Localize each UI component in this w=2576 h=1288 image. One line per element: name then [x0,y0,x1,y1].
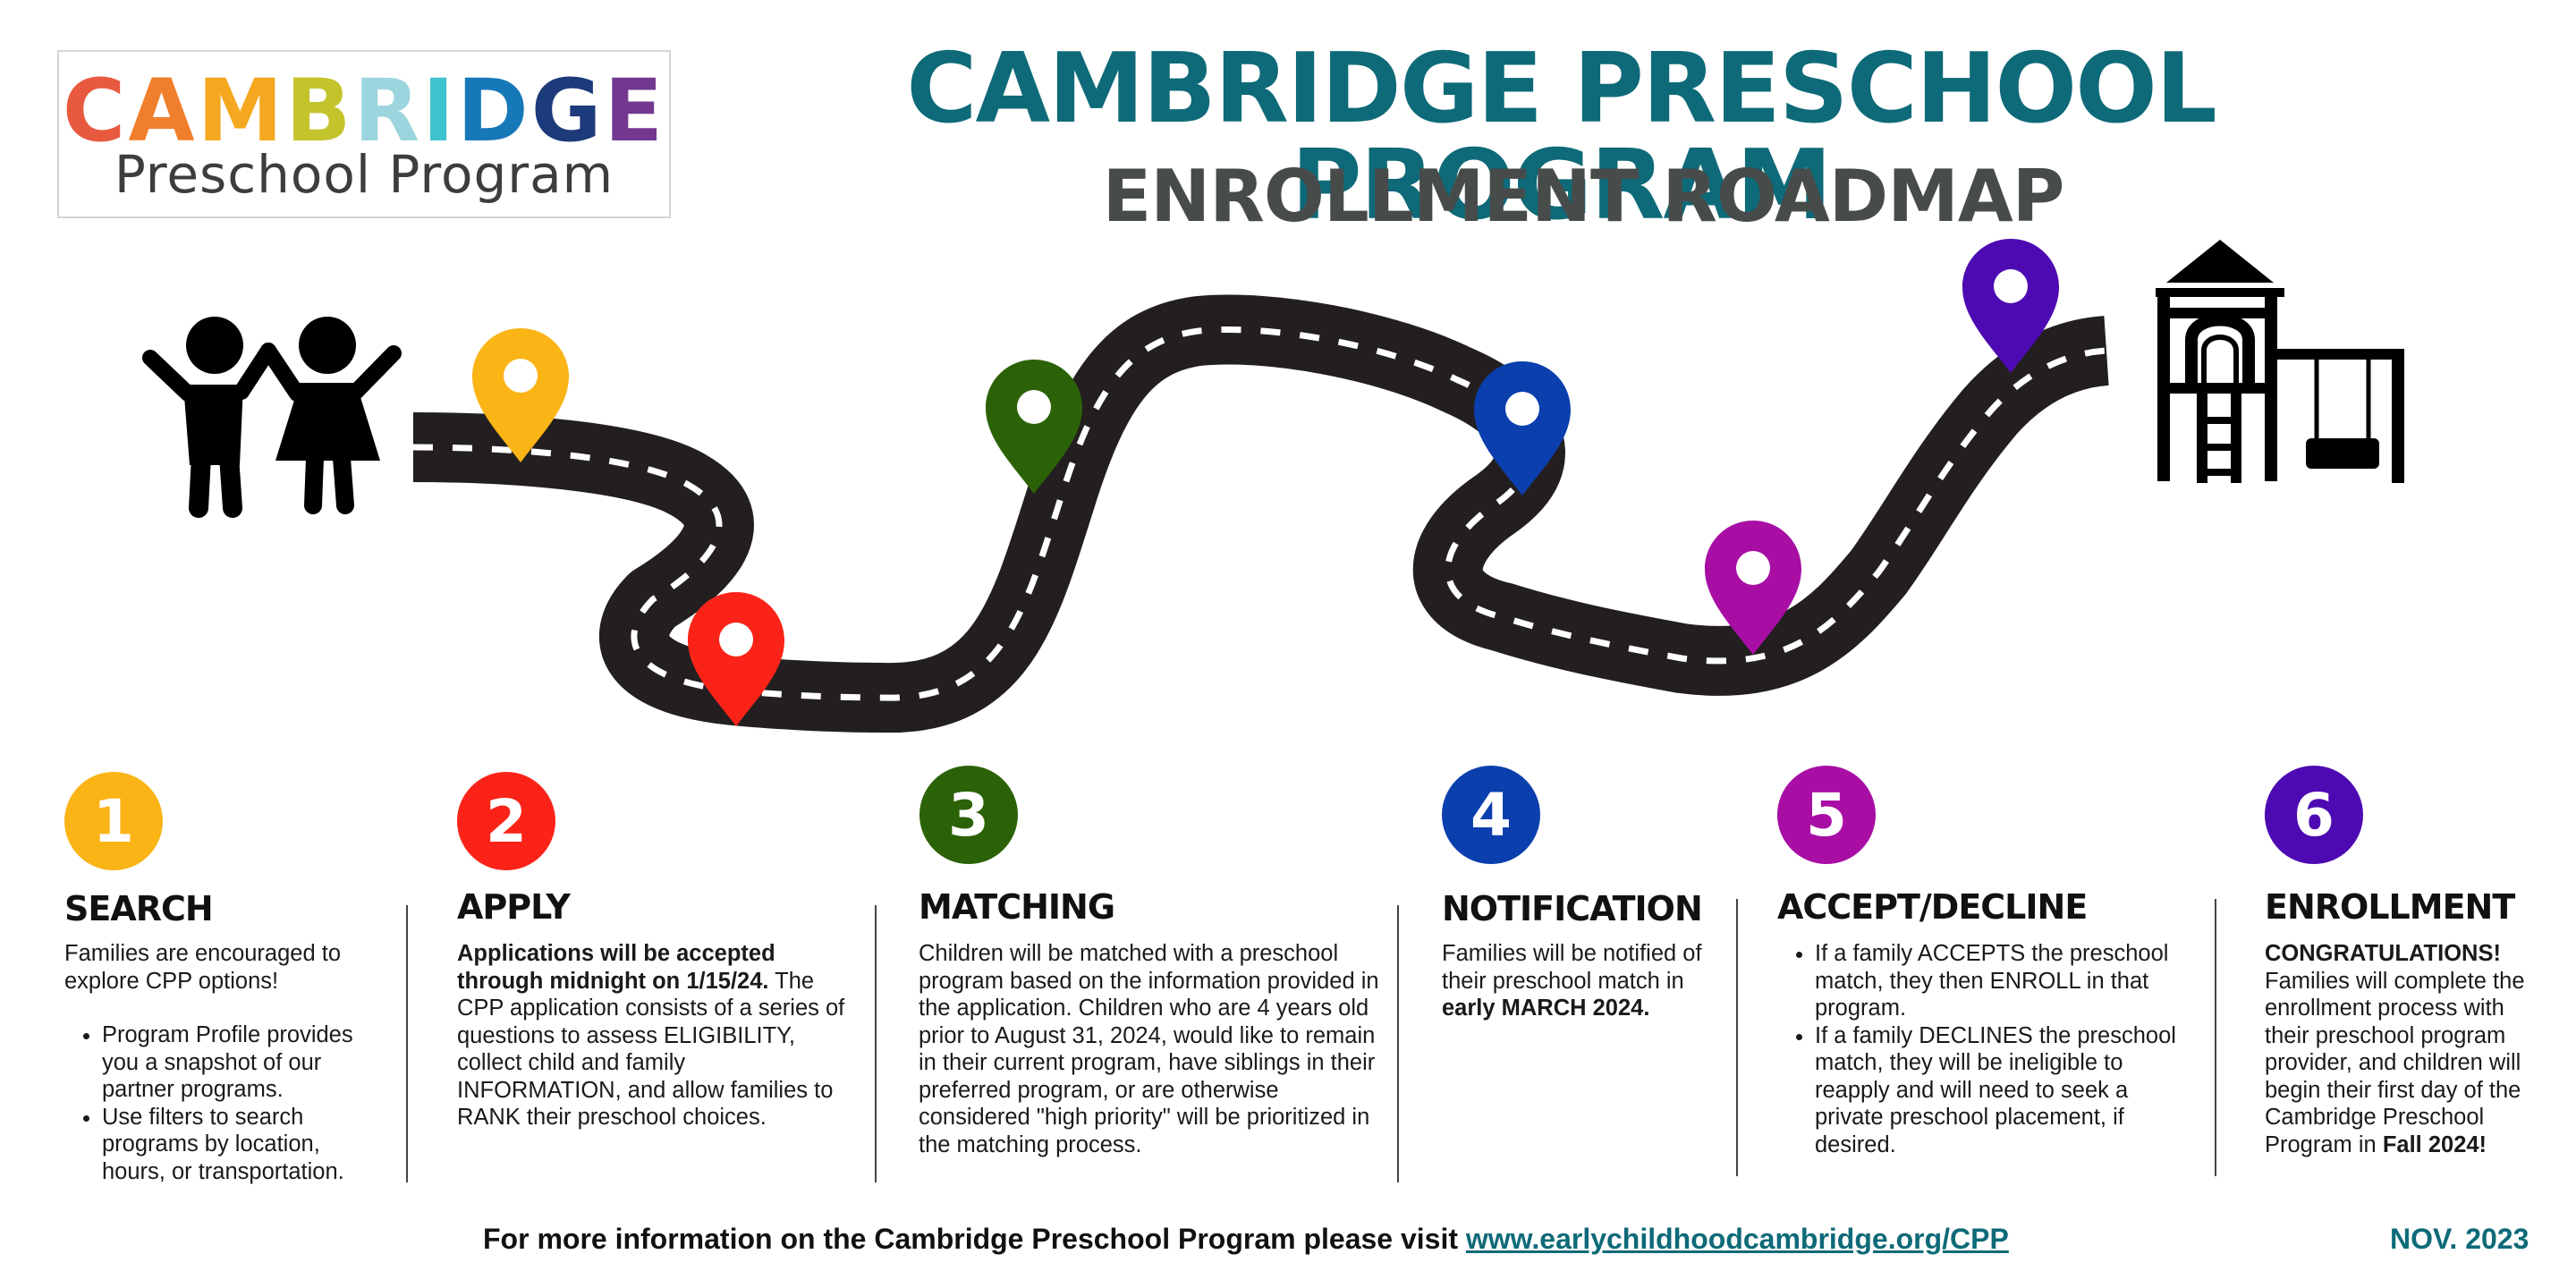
step-4-description: Families will be notified of their presc… [1442,940,1715,1022]
footer-info: For more information on the Cambridge Pr… [483,1223,2009,1256]
logo-letter: A [128,61,198,161]
step-5-title: ACCEPT/DECLINE [1777,887,2088,927]
step-1-list: Program Profile provides you a snapshot … [64,1021,386,1185]
step-3-badge: 3 [919,766,1018,864]
logo-letter: R [353,61,423,161]
column-divider [2215,899,2216,1176]
column-divider [1397,905,1399,1182]
step-4-date: early MARCH 2024. [1442,996,1650,1021]
step-2-deadline: Applications will be accepted through mi… [457,941,775,994]
step-6-description: CONGRATULATIONS!Families will complete t… [2265,940,2551,1158]
step-6-term: Fall 2024! [2382,1131,2487,1157]
step-1-description: Families are encouraged to explore CPP o… [64,940,386,1185]
logo-letter: B [285,61,354,161]
cpp-website-link[interactable]: www.earlychildhoodcambridge.org/CPP [1465,1223,2009,1255]
step-6-congrats: CONGRATULATIONS! [2265,941,2501,966]
list-item: If a family ACCEPTS the preschool match,… [1815,940,2198,1022]
page-subtitle: ENROLLMENT ROADMAP [1102,155,2065,238]
page-title: CAMBRIDGE PRESCHOOL PROGRAM [906,33,2217,242]
step-1-title: SEARCH [64,889,214,928]
step-4-title: NOTIFICATION [1442,889,1703,928]
road [412,294,2110,733]
logo-letter: D [457,61,531,161]
step-6-text: Families will complete the enrollment pr… [2265,968,2525,1157]
column-divider [406,905,408,1182]
publication-date: NOV. 2023 [2390,1223,2529,1255]
children-icon [142,317,402,518]
step-5-badge: 5 [1777,766,1876,864]
logo-letter: E [604,61,666,161]
column-divider [875,905,877,1182]
step-6-badge: 6 [2265,766,2363,864]
roadmap-illustration [142,239,2404,733]
step-5-list: If a family ACCEPTS the preschool match,… [1777,940,2198,1158]
step-2-badge: 2 [457,772,555,870]
list-item: Program Profile provides you a snapshot … [102,1021,386,1104]
step-2-text: The CPP application consists of a series… [457,968,845,1131]
road-center-line [412,326,2107,701]
step-3-title: MATCHING [919,887,1115,927]
logo-letter: M [197,61,286,161]
playground-icon [2156,240,2404,483]
step-3-text: Children will be matched with a preschoo… [919,941,1379,1157]
logo-letter: I [422,61,458,161]
step-5-description: If a family ACCEPTS the preschool match,… [1777,940,2198,1158]
logo-letter: G [530,61,605,161]
list-item: If a family DECLINES the preschool match… [1815,1022,2198,1159]
step-6-title: ENROLLMENT [2265,887,2515,927]
step-2-title: APPLY [457,887,571,927]
step-4-badge: 4 [1442,766,1540,864]
footer-text: For more information on the Cambridge Pr… [483,1223,1458,1255]
cambridge-logo: CAMBRIDGE Preschool Program [57,50,671,218]
column-divider [1736,899,1738,1176]
step-4-text: Families will be notified of their presc… [1442,941,1702,994]
logo-letter: C [62,61,129,161]
step-1-intro: Families are encouraged to explore CPP o… [64,941,342,994]
step-1-badge: 1 [64,772,163,870]
list-item: Use filters to search programs by locati… [102,1104,386,1186]
step-2-description: Applications will be accepted through mi… [457,940,851,1131]
logo-subtitle: Preschool Program [114,144,614,205]
logo-wordmark: CAMBRIDGE [59,68,669,154]
step-3-description: Children will be matched with a preschoo… [919,940,1379,1158]
